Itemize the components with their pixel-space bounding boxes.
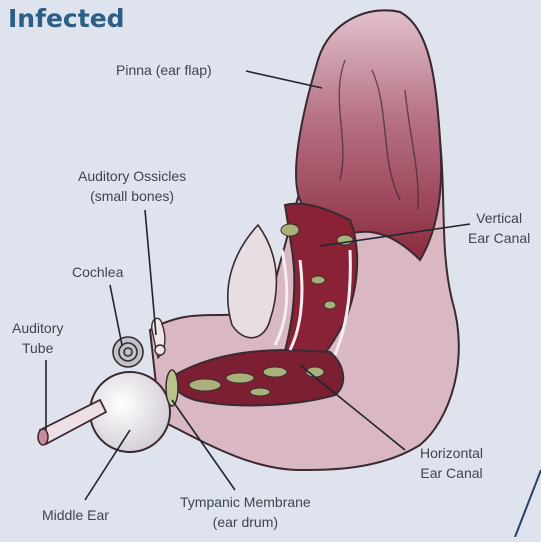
label-pinna: Pinna (ear flap)	[116, 60, 212, 80]
label-vertical-canal: Vertical Ear Canal	[468, 208, 530, 248]
label-ossicles-line1: Auditory Ossicles	[78, 166, 186, 186]
label-horizontal-canal-line1: Horizontal	[420, 443, 483, 463]
label-cochlea: Cochlea	[72, 262, 123, 282]
label-horizontal-canal-line2: Ear Canal	[420, 463, 483, 483]
label-auditory-tube: Auditory Tube	[12, 318, 63, 358]
cochlea	[113, 337, 143, 367]
label-ossicles: Auditory Ossicles (small bones)	[78, 166, 186, 206]
label-auditory-tube-line2: Tube	[12, 338, 63, 358]
label-tympanic: Tympanic Membrane (ear drum)	[180, 492, 311, 532]
label-tympanic-line1: Tympanic Membrane	[180, 492, 311, 512]
label-horizontal-canal: Horizontal Ear Canal	[420, 443, 483, 483]
label-tympanic-line2: (ear drum)	[180, 512, 311, 532]
label-auditory-tube-line1: Auditory	[12, 318, 63, 338]
label-middle-ear: Middle Ear	[42, 505, 109, 525]
label-vertical-canal-line1: Vertical	[468, 208, 530, 228]
cartilage-flap	[228, 225, 277, 338]
label-ossicles-line2: (small bones)	[78, 186, 186, 206]
auditory-tube-end	[38, 429, 48, 445]
label-vertical-canal-line2: Ear Canal	[468, 228, 530, 248]
diagram-title: Infected	[8, 4, 125, 33]
page-edge	[515, 470, 541, 537]
